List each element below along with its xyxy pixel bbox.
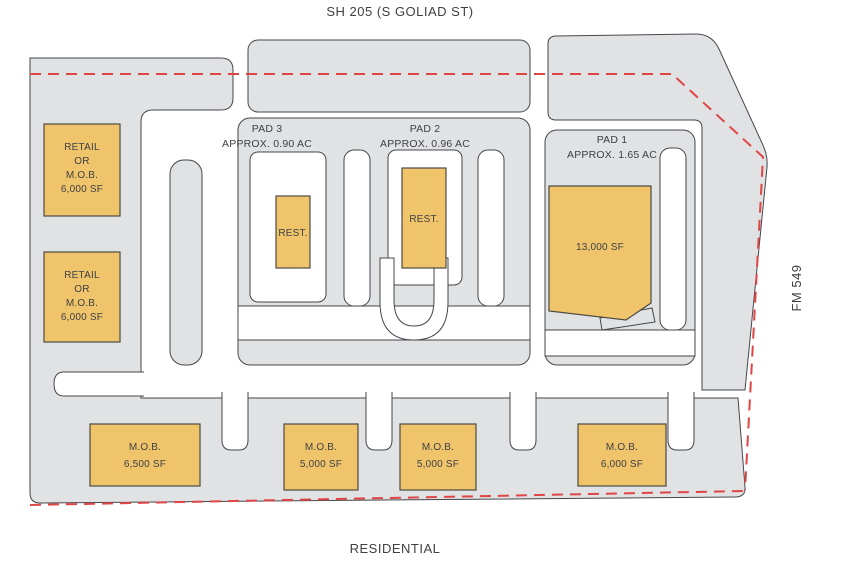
pad3-name-label: PAD 3 xyxy=(252,123,283,135)
boundary-line-bottom xyxy=(29,490,745,506)
drive-thru-loop xyxy=(379,257,449,341)
parcel-top-right-band xyxy=(547,33,768,391)
mob4-label-1: M.O.B. xyxy=(606,442,638,453)
building-pad1-13000sf xyxy=(548,185,652,321)
pad3-area-label: APPROX. 0.90 AC xyxy=(222,138,312,150)
pad1-area-label: APPROX. 1.65 AC xyxy=(567,149,657,161)
retail-lower-label-3: M.O.B. xyxy=(66,298,98,309)
pad1-name-label: PAD 1 xyxy=(597,134,628,146)
mob1-label-1: M.O.B. xyxy=(129,442,161,453)
building-mob-6000 xyxy=(577,423,667,487)
building-retail-upper xyxy=(43,123,121,217)
retail-upper-label-4: 6,000 SF xyxy=(61,184,103,195)
drive-aisle-pad1-horizontal xyxy=(544,329,696,357)
pad2-area-label: APPROX. 0.96 AC xyxy=(380,138,470,150)
drive-aisle-right-of-pad2 xyxy=(477,149,505,307)
rest-pad2-label: REST. xyxy=(409,214,438,225)
parcel-top-middle-strip xyxy=(247,39,531,113)
mob3-label-2: 5,000 SF xyxy=(417,459,459,470)
building-rest-pad2 xyxy=(401,167,447,269)
bottom-strip-slot-3 xyxy=(509,392,537,451)
boundary-line-top-right xyxy=(30,73,765,491)
building-mob-5000-b xyxy=(399,423,477,491)
retail-lower-label-2: OR xyxy=(74,284,89,295)
building-retail-lower xyxy=(43,251,121,343)
parking-island-left xyxy=(169,159,203,366)
retail-upper-label-3: M.O.B. xyxy=(66,170,98,181)
pad1-building-label: 13,000 SF xyxy=(576,242,624,253)
street-label-right: FM 549 xyxy=(789,264,804,311)
retail-lower-label-1: RETAIL xyxy=(64,270,100,281)
bottom-strip-slot-1 xyxy=(221,392,249,451)
retail-upper-label-2: OR xyxy=(74,156,89,167)
building-mob-6500 xyxy=(89,423,201,487)
drive-aisle-between-pads xyxy=(343,149,371,307)
bottom-strip-slot-2 xyxy=(365,392,393,451)
building-mob-5000-a xyxy=(283,423,359,491)
left-column-slot xyxy=(53,371,144,397)
pad2-name-label: PAD 2 xyxy=(410,123,441,135)
mob1-label-2: 6,500 SF xyxy=(124,459,166,470)
bottom-strip-slot-4 xyxy=(667,392,695,451)
mob3-label-1: M.O.B. xyxy=(422,442,454,453)
rest-pad3-label: REST. xyxy=(278,228,307,239)
mob4-label-2: 6,000 SF xyxy=(601,459,643,470)
area-label-bottom: RESIDENTIAL xyxy=(350,541,441,556)
building-rest-pad3 xyxy=(275,195,311,269)
mob2-label-1: M.O.B. xyxy=(305,442,337,453)
retail-upper-label-1: RETAIL xyxy=(64,142,100,153)
mob2-label-2: 5,000 SF xyxy=(300,459,342,470)
retail-lower-label-4: 6,000 SF xyxy=(61,312,103,323)
drive-aisle-pad1-vertical xyxy=(659,147,687,331)
street-label-top: SH 205 (S GOLIAD ST) xyxy=(326,4,473,19)
